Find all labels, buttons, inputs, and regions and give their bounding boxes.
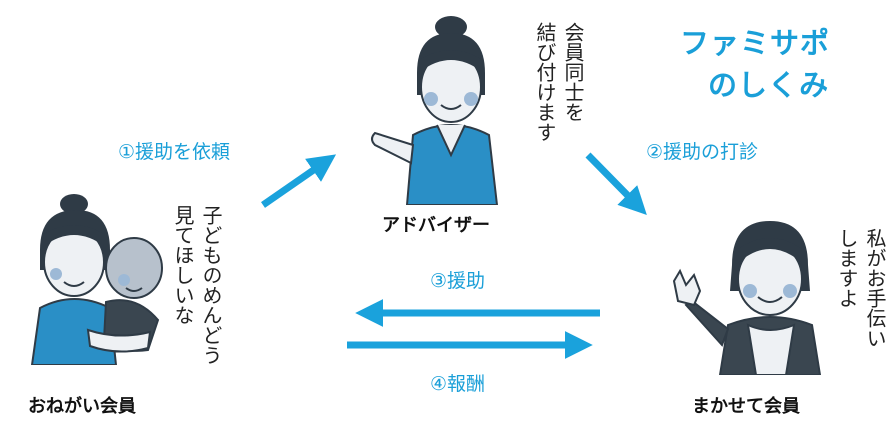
helper-speech-1: 私がお手伝い xyxy=(863,228,887,348)
requester-speech-1: 子どものめんどう xyxy=(199,205,223,365)
flow-label-request: ①援助を依頼 xyxy=(118,141,231,163)
arrow-request xyxy=(261,154,337,208)
requester-illustration xyxy=(30,194,163,365)
arrow-offer xyxy=(585,152,647,215)
requester-label: おねがい会員 xyxy=(28,396,136,417)
helper-illustration xyxy=(672,221,822,375)
helper-speech-2: しますよ xyxy=(835,228,859,308)
advisor-speech-1: 会員同士を xyxy=(561,22,585,122)
title-line-1: ファミサポ xyxy=(680,26,831,60)
flow-label-support: ③援助 xyxy=(430,270,486,292)
flow-label-offer: ②援助の打診 xyxy=(646,141,759,163)
title-line-2: のしくみ xyxy=(708,68,830,102)
helper-label: まかせて会員 xyxy=(692,396,800,417)
flow-label-reward: ④報酬 xyxy=(430,373,486,395)
advisor-label: アドバイザー xyxy=(382,215,490,236)
advisor-illustration xyxy=(371,16,499,205)
requester-speech-2: 見てほしいな xyxy=(171,205,195,325)
advisor-speech-2: 結び付けます xyxy=(533,22,557,142)
